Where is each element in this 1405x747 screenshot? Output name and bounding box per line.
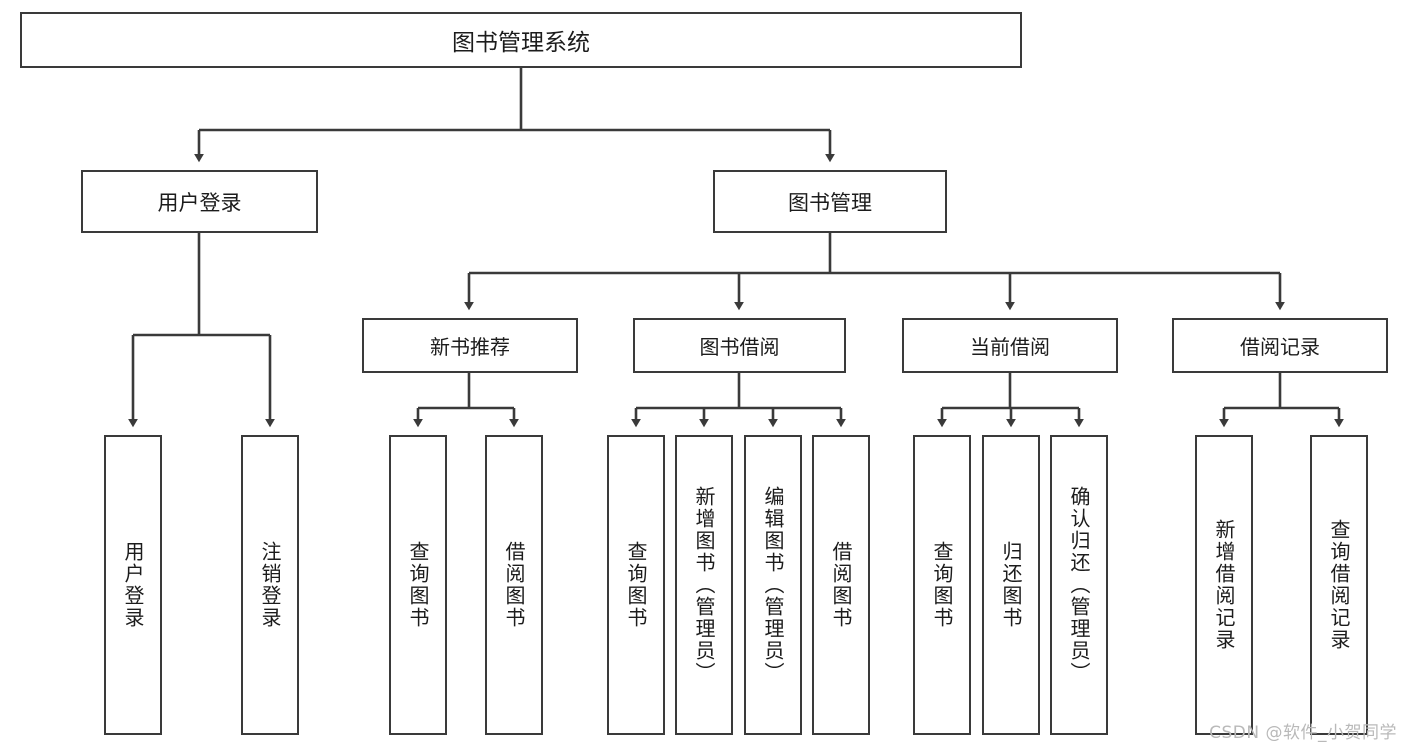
node-leaf-borrow-book-1[interactable]: 借阅图书 [485, 435, 543, 735]
node-borrow-record-label: 借阅记录 [1240, 335, 1320, 359]
node-user-login[interactable]: 用户登录 [81, 170, 318, 233]
node-leaf-return-book-label: 归还图书 [999, 541, 1023, 629]
node-leaf-confirm-return[interactable]: 确认归还（管理员） [1050, 435, 1108, 735]
node-leaf-borrow-book-2[interactable]: 借阅图书 [812, 435, 870, 735]
node-new-book-recommend[interactable]: 新书推荐 [362, 318, 578, 373]
node-leaf-user-logout-label: 注销登录 [258, 541, 282, 629]
node-leaf-query-book-2-label: 查询图书 [624, 541, 648, 629]
node-leaf-borrow-book-2-label: 借阅图书 [829, 541, 853, 629]
node-leaf-return-book[interactable]: 归还图书 [982, 435, 1040, 735]
node-leaf-edit-book[interactable]: 编辑图书（管理员） [744, 435, 802, 735]
node-book-borrow[interactable]: 图书借阅 [633, 318, 846, 373]
watermark: CSDN @软件_小贺同学 [1209, 723, 1397, 743]
node-leaf-user-login-label: 用户登录 [121, 541, 145, 629]
node-leaf-query-book-1-label: 查询图书 [406, 541, 430, 629]
node-leaf-add-record-label: 新增借阅记录 [1212, 519, 1236, 651]
node-leaf-user-login[interactable]: 用户登录 [104, 435, 162, 735]
node-leaf-add-record[interactable]: 新增借阅记录 [1195, 435, 1253, 735]
node-user-login-label: 用户登录 [157, 190, 242, 215]
node-leaf-user-logout[interactable]: 注销登录 [241, 435, 299, 735]
node-leaf-query-book-3-label: 查询图书 [930, 541, 954, 629]
node-leaf-edit-book-label: 编辑图书（管理员） [761, 486, 785, 684]
node-book-borrow-label: 图书借阅 [699, 335, 780, 359]
node-leaf-query-record-label: 查询借阅记录 [1327, 519, 1351, 651]
node-leaf-query-book-1[interactable]: 查询图书 [389, 435, 447, 735]
node-leaf-add-book-label: 新增图书（管理员） [692, 486, 716, 684]
node-book-manage-label: 图书管理 [788, 190, 872, 215]
node-leaf-query-book-3[interactable]: 查询图书 [913, 435, 971, 735]
node-root-label: 图书管理系统 [452, 30, 590, 56]
node-leaf-confirm-return-label: 确认归还（管理员） [1067, 486, 1091, 684]
node-leaf-query-record[interactable]: 查询借阅记录 [1310, 435, 1368, 735]
node-borrow-record[interactable]: 借阅记录 [1172, 318, 1388, 373]
node-current-borrow[interactable]: 当前借阅 [902, 318, 1118, 373]
node-root[interactable]: 图书管理系统 [20, 12, 1022, 68]
node-leaf-add-book[interactable]: 新增图书（管理员） [675, 435, 733, 735]
node-new-book-recommend-label: 新书推荐 [430, 335, 510, 359]
node-current-borrow-label: 当前借阅 [970, 335, 1050, 359]
node-leaf-borrow-book-1-label: 借阅图书 [502, 541, 526, 629]
node-book-manage[interactable]: 图书管理 [713, 170, 947, 233]
node-leaf-query-book-2[interactable]: 查询图书 [607, 435, 665, 735]
